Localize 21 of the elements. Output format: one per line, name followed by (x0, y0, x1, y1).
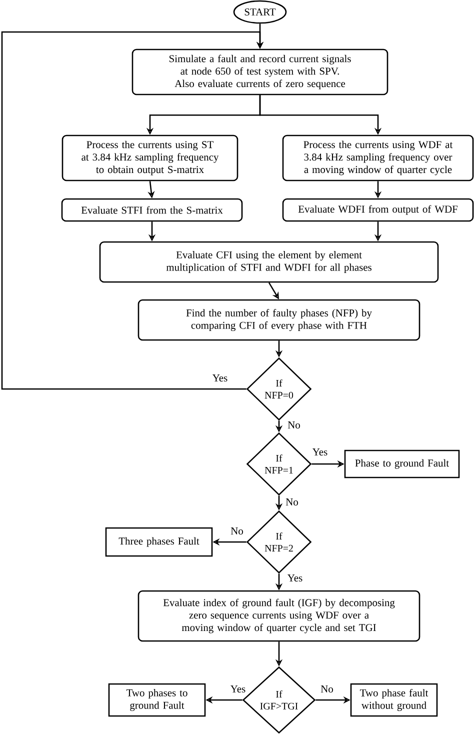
process-box: Evaluate WDFI from output of WDF (282, 198, 474, 222)
process-box: Evaluate CFI using the element by element multiplication of STFI and WDFI for all phases (99, 241, 439, 283)
process-box: Evaluate STFI from the S-matrix (61, 198, 243, 222)
result-box: Three phases Fault (105, 527, 213, 557)
process-box: Process the currents using ST at 3.84 kHz sampling frequency to obtain output S-matrix (62, 134, 238, 182)
start-terminal: START (233, 0, 287, 24)
edge-label: No (286, 420, 302, 430)
result-box: Two phases to ground Fault (108, 683, 206, 717)
arrow (1, 31, 264, 390)
edge-label: No (320, 684, 334, 694)
process-box: Simulate a fault and record current signals at node 650 of test system with SPV. Also evaluate currents of zero sequence (132, 48, 388, 96)
edge-label: Yes (286, 574, 304, 582)
result-box: Phase to ground Fault (344, 450, 460, 478)
result-box: Two phase fault without ground (350, 683, 438, 717)
edge-label: No (230, 526, 244, 536)
edge-label: No (284, 498, 300, 506)
process-box: Find the number of faulty phases (NFP) by comparing CFI of every phase with FTH (138, 299, 420, 341)
process-box: Evaluate index of ground fault (IGF) by decomposing zero sequence currents using WDF over a moving window of quarter cycle and set TGI (138, 590, 420, 642)
process-box: Process the currents using WDF at 3.84 kHz sampling frequency over a moving window of quarter cycle (282, 134, 474, 182)
edge-label: Yes (211, 374, 229, 382)
edge-label: Yes (311, 448, 329, 456)
